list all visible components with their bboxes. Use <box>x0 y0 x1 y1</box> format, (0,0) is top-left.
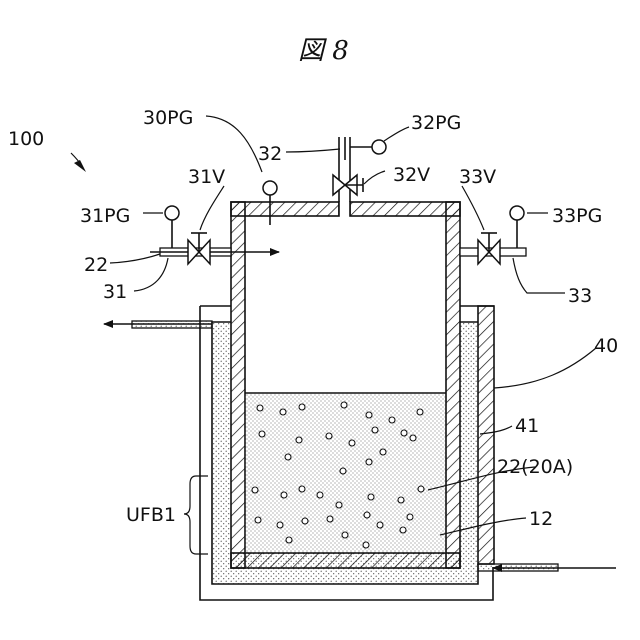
bath-inlet-pipe <box>478 564 616 571</box>
label-32: 32 <box>258 143 282 165</box>
label-32v: 32V <box>393 164 430 186</box>
label-30pg: 30PG <box>143 107 193 129</box>
label-33-pipe: 33 <box>568 285 592 307</box>
tank-wall-bottom <box>231 553 460 568</box>
gauge-33pg <box>510 206 524 248</box>
label-31-pipe: 31 <box>103 281 127 303</box>
label-12: 12 <box>529 508 553 530</box>
pipe-31 <box>150 248 279 256</box>
label-32pg: 32PG <box>411 112 461 134</box>
label-22-20a: 22(20A) <box>497 456 573 478</box>
label-31v: 31V <box>188 166 225 188</box>
valve-31v <box>188 233 210 264</box>
label-ufb1: UFB1 <box>126 504 176 526</box>
valve-32v <box>333 175 363 195</box>
valve-33v <box>478 233 500 264</box>
gauge-31pg <box>165 206 179 248</box>
bath-outlet-pipe <box>104 321 212 328</box>
label-33pg: 33PG <box>552 205 602 227</box>
system-pointer-arrow <box>74 160 86 172</box>
label-31pg: 31PG <box>80 205 130 227</box>
tank-lid-left <box>231 202 339 216</box>
label-41: 41 <box>515 415 539 437</box>
tank-lid-right <box>350 202 460 216</box>
figure-title: 図 8 <box>298 36 349 66</box>
ufb-brace <box>184 476 208 554</box>
tank-wall-right <box>446 202 460 568</box>
pipe-32 <box>339 137 386 202</box>
label-40: 40 <box>594 335 618 357</box>
label-33v: 33V <box>459 166 496 188</box>
label-22-pipe: 22 <box>84 254 108 276</box>
tank-wall-left <box>231 202 245 568</box>
label-100: 100 <box>8 128 44 150</box>
